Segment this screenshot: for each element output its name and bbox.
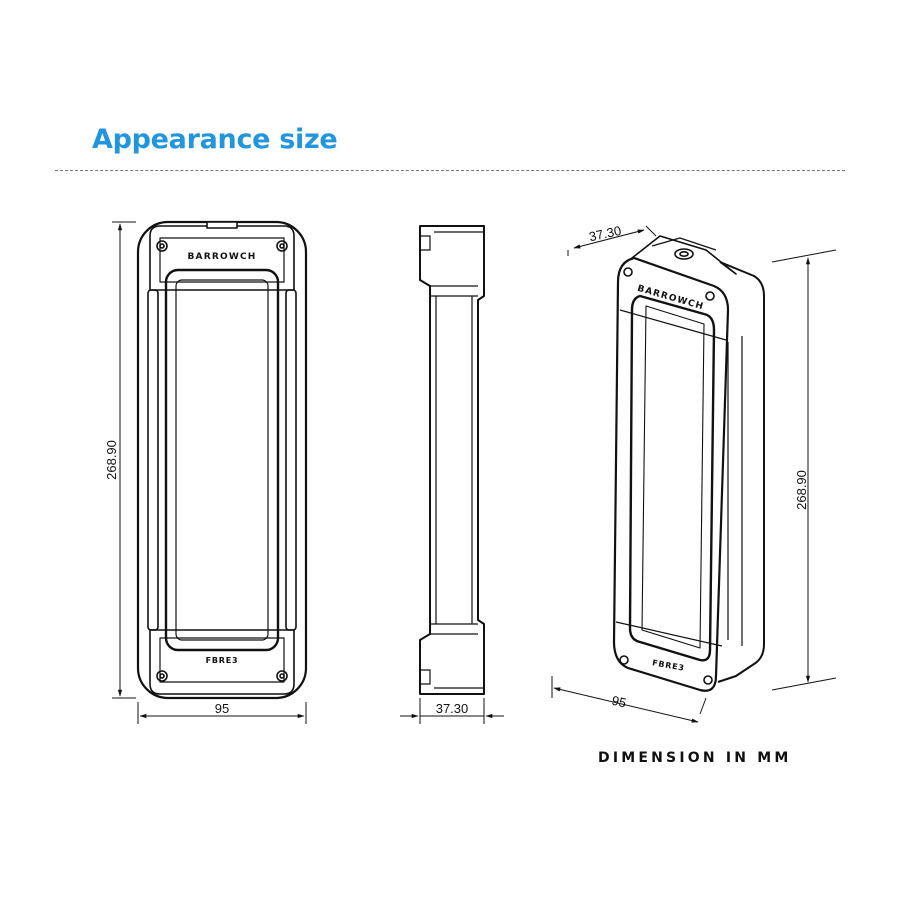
front-bottom-cap	[149, 629, 295, 695]
iso-height-label: 268.90	[794, 470, 809, 510]
iso-width-label: 95	[610, 693, 627, 711]
side-depth-dimension	[400, 698, 504, 724]
side-view	[419, 225, 485, 695]
front-brand-text: BARROWCH	[187, 252, 256, 262]
dimension-unit-note: DIMENSION IN MM	[598, 750, 792, 766]
iso-front-face	[612, 256, 730, 692]
front-width-dimension	[137, 702, 307, 724]
iso-side-face	[717, 261, 765, 683]
front-window	[164, 268, 280, 652]
front-model-text: FBRE3	[206, 656, 239, 665]
iso-height-dimension	[771, 249, 837, 691]
iso-depth-dimension	[567, 225, 657, 256]
side-depth-label: 37.30	[436, 701, 469, 716]
iso-port	[674, 248, 694, 260]
front-width-label: 95	[215, 701, 229, 716]
iso-depth-label: 37.30	[588, 223, 623, 244]
front-outer-body	[136, 220, 308, 700]
iso-width-dimension	[551, 676, 707, 723]
front-screws	[156, 240, 288, 682]
dashed-divider	[55, 170, 845, 171]
iso-top-face	[631, 235, 737, 275]
iso-window	[628, 294, 716, 662]
front-top-cap	[149, 225, 295, 291]
front-height-dimension	[112, 221, 136, 699]
front-right-rail	[285, 289, 297, 631]
iso-model-text: FBRE3	[652, 658, 686, 673]
front-view	[136, 220, 308, 700]
page-title: Appearance size	[92, 124, 338, 155]
front-left-rail	[147, 289, 159, 631]
front-height-label: 268.90	[104, 440, 119, 480]
iso-view	[612, 235, 765, 692]
